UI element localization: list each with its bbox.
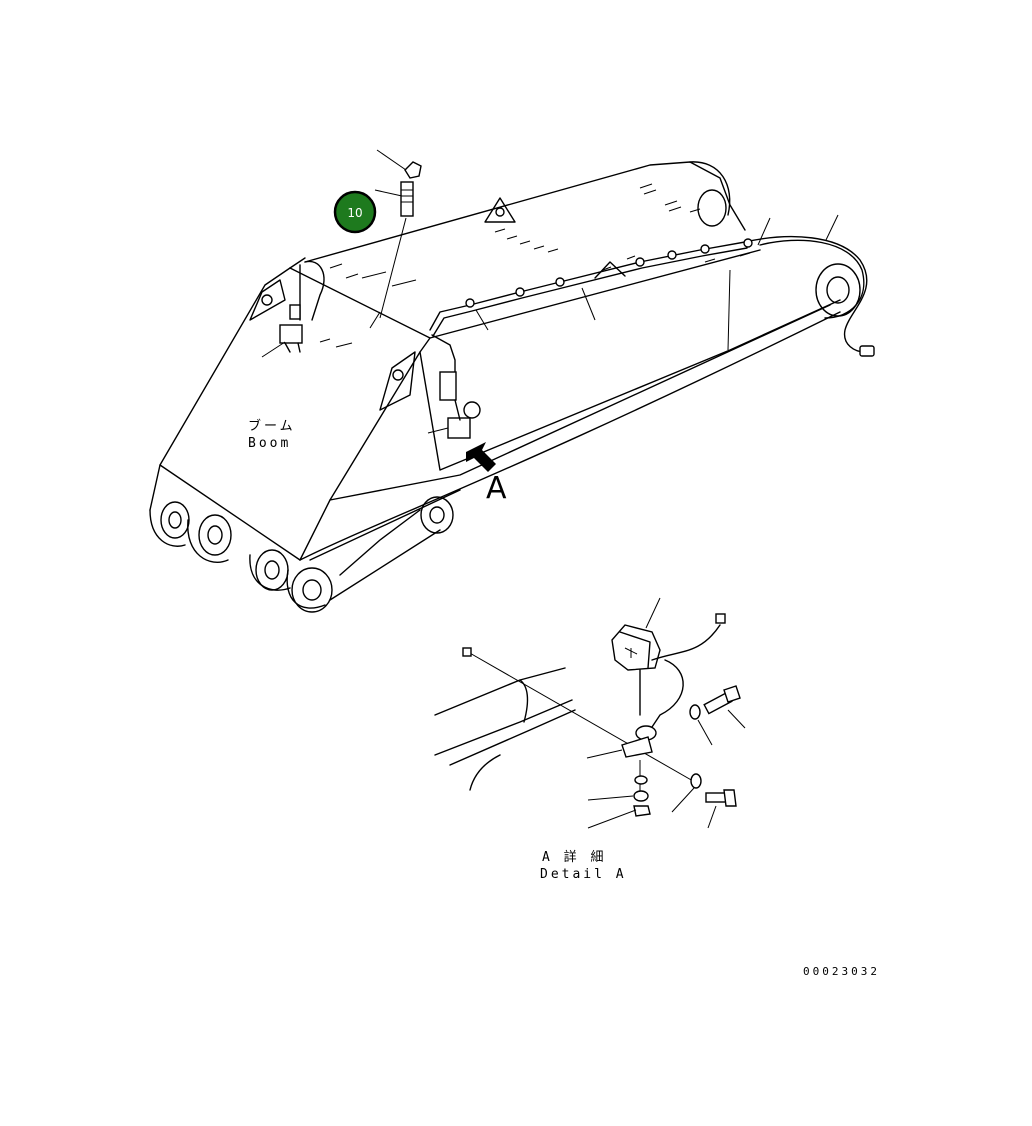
leader-lines	[261, 149, 839, 434]
detail-label-jp: A 詳 細	[542, 849, 606, 865]
callout-circle[interactable]	[333, 190, 377, 234]
cylinder-lugs	[149, 489, 461, 613]
part-callout-10[interactable]: 10	[333, 190, 377, 234]
boom-body	[149, 161, 865, 613]
boom-label-jp: ブーム	[248, 418, 296, 434]
boom-label-en: Boom	[248, 436, 291, 451]
view-arrow-a	[466, 442, 496, 472]
callout-number[interactable]: 10	[347, 206, 362, 220]
view-marker-label: A	[486, 471, 507, 506]
drawing-number: 00023032	[803, 965, 880, 978]
wiring-harness	[279, 183, 875, 439]
bolt-assembly	[379, 161, 422, 319]
detail-a-view	[434, 597, 746, 829]
detail-label-en: Detail A	[540, 867, 627, 882]
